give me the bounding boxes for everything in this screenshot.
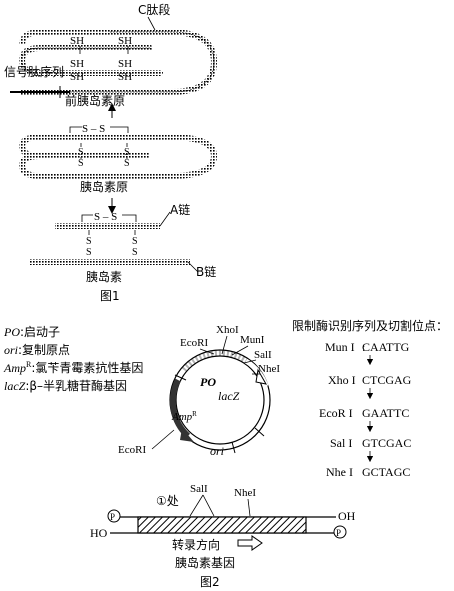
legend-lacz: lacZ [4,379,26,393]
transcription-arrow-icon [237,535,263,551]
svg-text:ori:复制原点: ori:复制原点 [4,343,70,357]
plasmid-sali: SalI [254,349,272,361]
legend-lacz-desc: :β–半乳糖苷酶基因 [25,378,127,393]
enzyme-item-xhoi: Xho I CTCGAG [328,373,412,400]
insulin-ss-label: S – S [94,211,117,223]
plasmid-lacz: lacZ [218,389,240,403]
enzyme-item-muni: Mun I CAATTG : [325,340,410,366]
legend-ori-desc: :复制原点 [18,343,70,357]
phosphate-right: P [336,528,341,538]
s-label-3: S [124,147,130,158]
insulin-gene [110,516,336,534]
svg-text:EcoR I: EcoR I [319,406,353,420]
preproinsulin-label: 前胰岛素原 [65,93,125,108]
phosphate-right-icon [333,525,347,539]
transcription-direction: 转录方向 [172,537,220,552]
plasmid-nhei: NheI [258,363,280,375]
a-chain-label: A链 [170,202,190,217]
sh-label-2: SH [118,35,132,47]
svg-text:GAATTC: GAATTC [362,406,409,420]
svg-text:GCTAGC: GCTAGC [362,465,410,479]
legend-amp: Amp [3,361,26,375]
svg-text:PO:启动子: PO:启动子 [3,325,60,339]
svg-text::: : [362,340,365,354]
s-label-6: S [86,247,92,258]
sh-label-6: SH [118,71,132,83]
sh-label-3: SH [70,58,84,70]
plasmid-ecori-top: EcoRI [180,337,208,349]
gene-oh: OH [338,509,356,523]
legend-po-desc: :启动子 [20,325,60,339]
sh-label-5: SH [70,71,84,83]
legend-po: PO [3,325,20,339]
svg-text:CTCGAG: CTCGAG [362,373,412,387]
enzyme-list: Mun I CAATTG : Xho I CTCGAG EcoR I GAATT… [319,340,412,479]
enzyme-table-title: 限制酶识别序列及切割位点： [292,318,448,333]
c-peptide-pointer [147,16,156,31]
gene-name: 胰岛素基因 [175,555,235,570]
s-label-5: S [86,236,92,247]
figure1-caption: 图1 [100,289,120,303]
plasmid-po: PO [200,375,216,389]
plasmid-muni: MunI [240,334,265,346]
signal-peptide-label: 信号肽序列 [4,64,64,79]
gene-ho: HO [90,526,108,540]
phosphate-left-icon [107,509,121,523]
sh-label-4: SH [118,58,132,70]
plasmid-amp-text: AmpR [171,410,197,423]
preproinsulin-chain [10,29,218,98]
gene-site-1: ①处 [156,494,179,508]
plasmid-xhoi: XhoI [216,324,239,336]
svg-text:GTCGAC: GTCGAC [362,436,411,450]
gene-sali: SalI [190,483,208,495]
s-label-4: S [124,158,130,169]
svg-text:Mun I: Mun I [325,340,355,354]
ss-bracket-right [110,126,129,133]
phosphate-left: P [110,512,115,522]
insulin-label: 胰岛素 [86,269,122,284]
svg-text:CAATTG: CAATTG [362,340,410,354]
sh-label-1: SH [70,35,84,47]
s-label-7: S [132,236,138,247]
svg-text:Xho I: Xho I [328,373,356,387]
legend-ori: ori [4,343,18,357]
ss-bracket-left [69,126,82,133]
enzyme-item-ecori: EcoR I GAATTC [319,406,409,433]
s-label-1: S [78,147,84,158]
legend-amp-sup: R [26,360,32,369]
svg-text:lacZ:β–半乳糖苷酶基因: lacZ:β–半乳糖苷酶基因 [4,378,127,393]
plasmid-map [169,349,271,454]
enzyme-item-nhei: Nhe I GCTAGC [326,465,410,479]
ss-bridge-top-label: S – S [82,123,105,135]
proinsulin-label: 胰岛素原 [80,179,128,194]
s-label-2: S [78,158,84,169]
svg-text:AmpR:氯苄青霉素抗性基因: AmpR:氯苄青霉素抗性基因 [3,360,143,375]
gene-nhei: NheI [234,487,256,499]
plasmid-ori: ori [210,444,224,458]
enzyme-item-sali: Sal I GTCGAC [330,436,411,463]
b-chain-label: B链 [196,264,216,279]
svg-text:Sal I: Sal I [330,436,352,450]
svg-text:Nhe I: Nhe I [326,465,353,479]
s-label-8: S [132,247,138,258]
plasmid-ecori-bottom: EcoRI [118,444,146,456]
c-peptide-label: C肽段 [138,2,170,17]
legend-amp-desc: :氯苄青霉素抗性基因 [31,360,143,375]
figure2-caption: 图2 [200,575,220,589]
legend: PO:启动子 ori:复制原点 AmpR:氯苄青霉素抗性基因 lacZ:β–半乳… [3,325,143,393]
proinsulin-chain [18,134,218,179]
